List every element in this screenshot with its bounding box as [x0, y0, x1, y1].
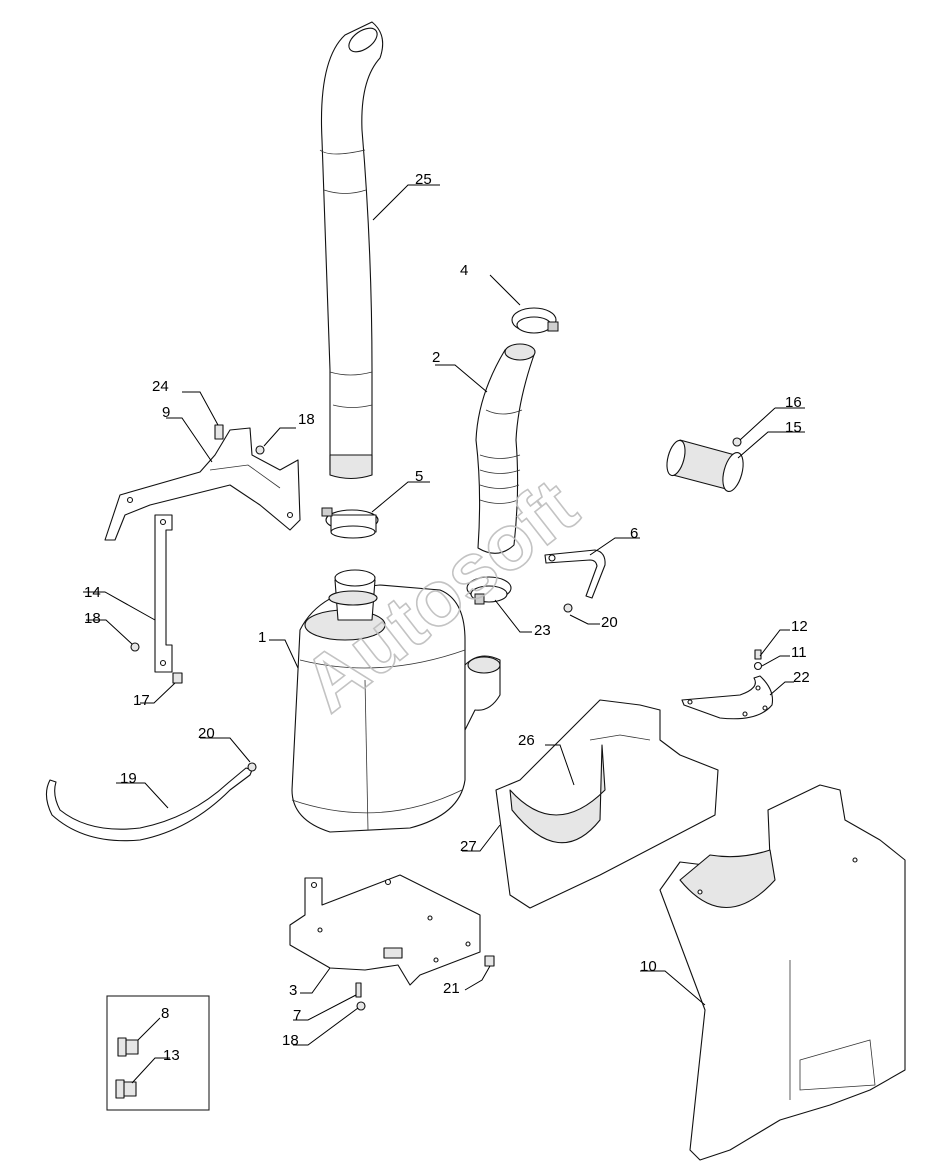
muffler: [291, 569, 501, 833]
callout-25: 25: [415, 171, 432, 188]
stud-7: [355, 982, 362, 998]
callout-18-upper: 18: [298, 411, 315, 428]
callout-14: 14: [84, 584, 101, 601]
callout-20-right: 20: [601, 614, 618, 631]
callout-15: 15: [785, 419, 802, 436]
bolt-21: [484, 955, 495, 967]
leader-lines: [83, 184, 805, 1084]
callout-4: 4: [460, 262, 468, 279]
clamp-upper: [511, 307, 559, 334]
callout-22: 22: [793, 669, 810, 686]
callout-26: 26: [518, 732, 535, 749]
callout-23: 23: [534, 622, 551, 639]
clamp-lower: [321, 507, 379, 539]
callout-2: 2: [432, 349, 440, 366]
strap-bracket: [544, 549, 606, 599]
nut-18-lower: [356, 1001, 366, 1011]
mounting-bracket: [104, 427, 301, 541]
exhaust-stack-pipe: [319, 21, 384, 480]
heat-shield-lower: [659, 784, 906, 1161]
intermediate-pipe: [475, 343, 536, 554]
callout-10: 10: [640, 958, 657, 975]
washer-11: [753, 661, 763, 671]
nut-20-left: [247, 762, 257, 772]
long-strap: [45, 767, 253, 842]
callout-24: 24: [152, 378, 169, 395]
mounting-plate: [289, 874, 481, 986]
tailpipe-tip: [666, 439, 744, 493]
nut-18-upper: [255, 445, 265, 455]
nut-18-left: [130, 642, 140, 652]
callout-7: 7: [293, 1007, 301, 1024]
callout-3: 3: [289, 982, 297, 999]
callout-17: 17: [133, 692, 150, 709]
callout-20-left: 20: [198, 725, 215, 742]
clamp-23: [466, 576, 512, 605]
nut-20-right: [563, 603, 573, 613]
callout-18-lower: 18: [282, 1032, 299, 1049]
callout-9: 9: [162, 404, 170, 421]
hardware-kit-box: [106, 995, 210, 1111]
bolt-12: [754, 649, 762, 660]
callout-labels: 25 4 2 24 9 18 5 16 15 6 14 18 1 23 20 1…: [84, 171, 810, 1064]
bolt-8: [117, 1037, 139, 1057]
callout-16: 16: [785, 394, 802, 411]
support-strap: [154, 514, 173, 673]
callout-13: 13: [163, 1047, 180, 1064]
bolt-13: [115, 1079, 137, 1099]
callout-19: 19: [120, 770, 137, 787]
heat-shield-upper: [495, 699, 719, 909]
callout-6: 6: [630, 525, 638, 542]
callout-8: 8: [161, 1005, 169, 1022]
callout-1: 1: [258, 629, 266, 646]
bolt-17: [172, 672, 183, 684]
callout-18-left: 18: [84, 610, 101, 627]
callout-11: 11: [791, 644, 807, 661]
clip-16: [732, 437, 742, 447]
callout-12: 12: [791, 618, 808, 635]
gasket-ring: [681, 675, 774, 720]
callout-5: 5: [415, 468, 423, 485]
bolt-24: [214, 424, 224, 440]
callout-27: 27: [460, 838, 477, 855]
callout-21: 21: [443, 980, 460, 997]
